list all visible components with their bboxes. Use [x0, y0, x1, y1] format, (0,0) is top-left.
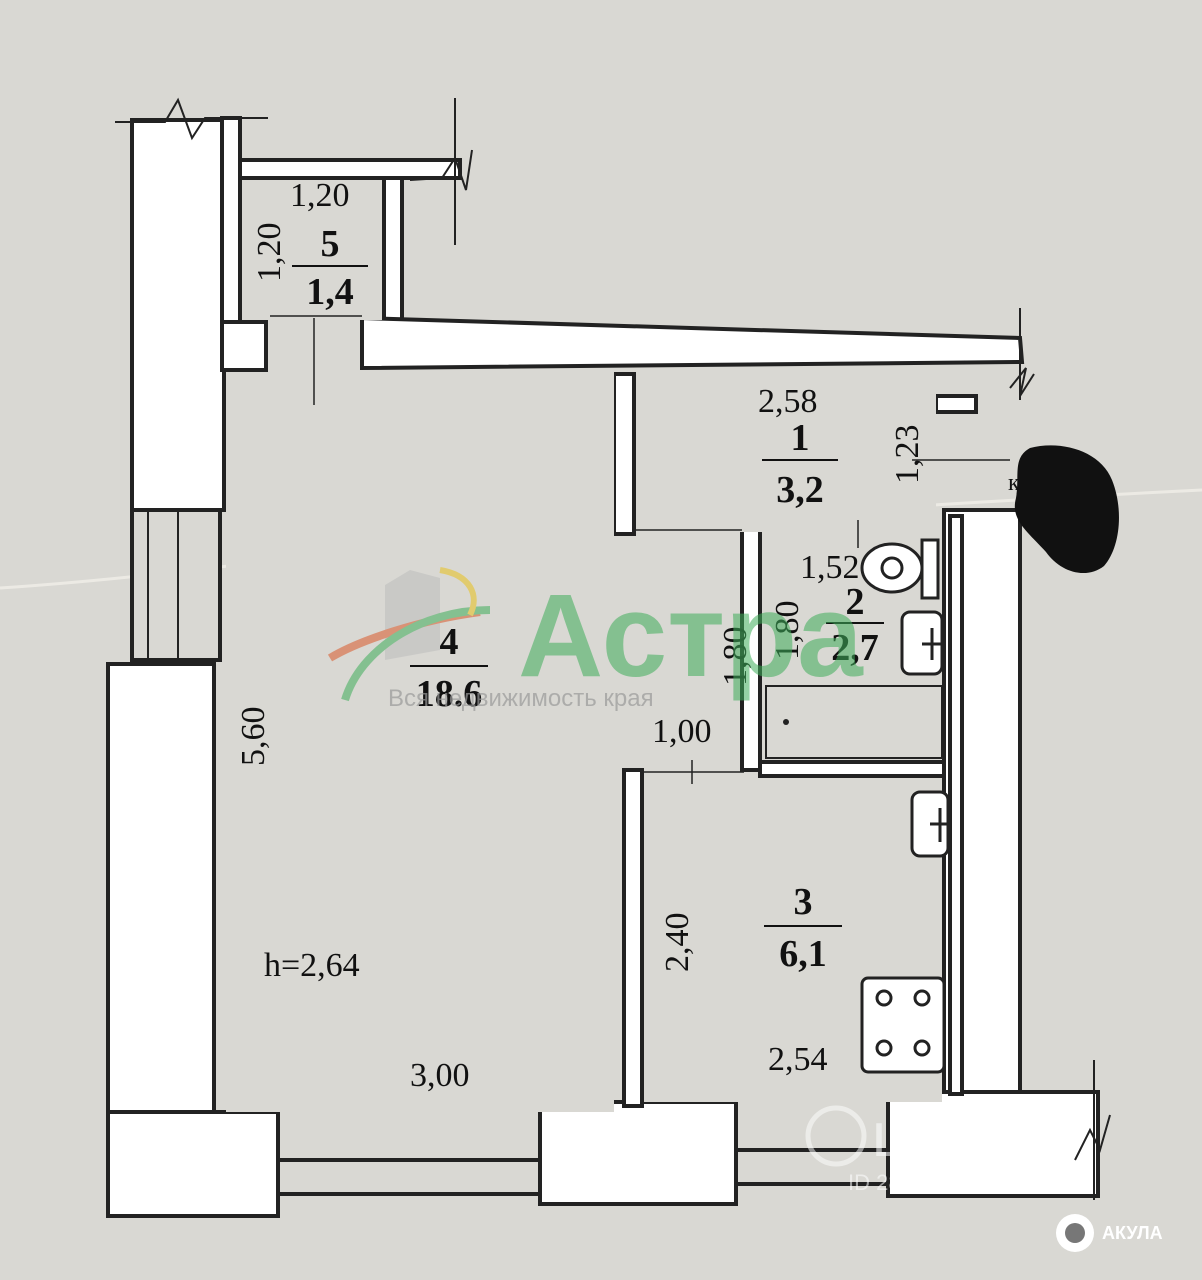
room-4-area: 18.6 — [416, 673, 483, 715]
storage-top-wall — [238, 158, 462, 180]
kitchen-left-wall — [622, 768, 644, 1108]
building-logo-icon — [327, 567, 491, 702]
room-3-width: 2,54 — [768, 1041, 828, 1078]
room-4-number: 4 — [440, 621, 459, 663]
walls — [106, 116, 1100, 1218]
bottom-wall-left — [106, 1110, 280, 1218]
room1-left-wall — [612, 372, 636, 536]
passage-width: 1,00 — [652, 713, 712, 750]
room-3-number: 3 — [794, 881, 813, 923]
stove-icon — [860, 976, 946, 1074]
right-outer-wall-inner — [948, 514, 964, 1096]
brand-watermark: Астра Вся недвижимость края — [327, 567, 864, 712]
room-5-width: 1,20 — [290, 177, 350, 214]
kitchen-sink-icon — [910, 790, 950, 858]
room-5-height: 1,20 — [251, 223, 288, 283]
bottom-wall-right — [886, 1090, 1100, 1198]
dimension-lines — [270, 315, 1010, 784]
ceiling-height: h=2,64 — [264, 947, 360, 984]
fixtures — [765, 538, 950, 1074]
cian-label: циан — [872, 1101, 1011, 1170]
akula-badge[interactable]: АКУЛА — [1056, 1214, 1163, 1252]
storage-door-jamb-left — [220, 320, 268, 372]
room-5-number: 5 — [321, 223, 340, 265]
room-4-width: 3,00 — [410, 1057, 470, 1094]
brand-tagline: Вся недвижимость края — [388, 685, 654, 712]
floor-areas — [226, 180, 942, 1112]
akula-badge-label: АКУЛА — [1102, 1222, 1163, 1243]
break-marks — [115, 97, 1111, 1200]
room-2-width: 1,52 — [800, 549, 860, 586]
bathroom-sink-icon — [900, 610, 944, 676]
room-3-area: 6,1 — [779, 933, 827, 975]
bathtub-icon — [765, 685, 943, 759]
room-1-width: 2,58 — [758, 383, 818, 420]
room-2-number: 2 — [846, 581, 865, 623]
storage-left-wall — [220, 116, 242, 326]
left-outer-wall-upper — [130, 118, 226, 512]
bottom-window-left — [276, 1158, 542, 1196]
redaction-blot — [1014, 445, 1119, 574]
room-1-area: 3,2 — [776, 469, 824, 511]
corridor-top-wall — [360, 315, 1025, 371]
storage-right-wall — [382, 176, 404, 326]
bottom-pier — [538, 1100, 738, 1206]
room-3-height: 2,40 — [659, 913, 696, 973]
room-2-area: 2,7 — [831, 627, 879, 669]
bathroom-bottom-wall — [758, 760, 952, 778]
cian-watermark: циан ID 2828228 — [805, 1101, 1011, 1195]
room1-right-wall-upper — [934, 394, 978, 414]
toilet-icon — [860, 538, 940, 600]
bottom-window-right — [734, 1148, 890, 1186]
shark-logo-icon — [1056, 1214, 1094, 1252]
room-1-number: 1 — [791, 417, 810, 459]
room-5-area: 1,4 — [306, 271, 354, 313]
left-window — [130, 508, 222, 662]
room-4-height: 5,60 — [235, 707, 272, 767]
brand-name: Астра — [518, 570, 864, 702]
room-2-height-a: 1,80 — [717, 627, 754, 687]
room-2-height-b: 1,80 — [769, 601, 806, 661]
cian-id: ID 2828228 — [848, 1170, 962, 1195]
room-1-height: 1,23 — [889, 425, 926, 485]
room-labels — [292, 265, 884, 927]
